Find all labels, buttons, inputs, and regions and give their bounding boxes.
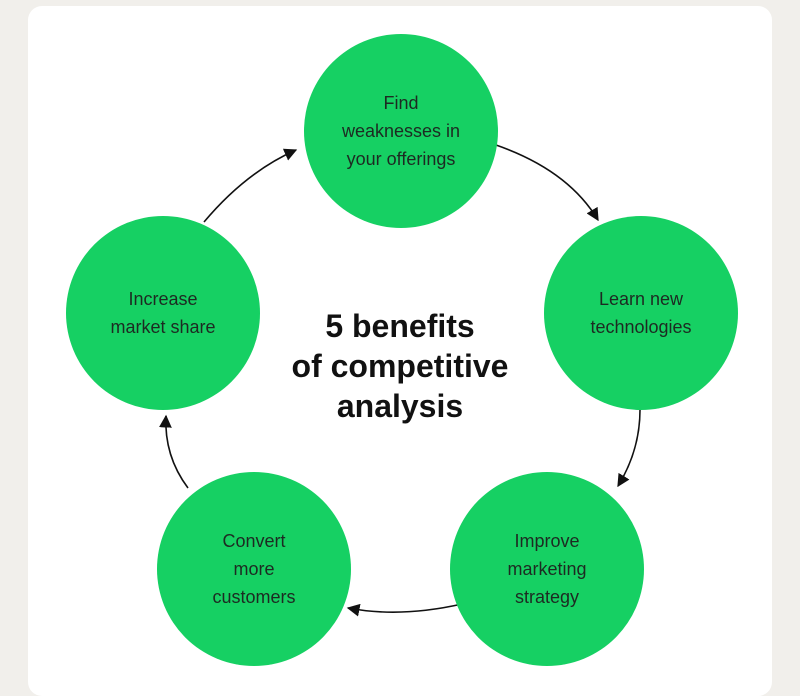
arrow-4-to-5 [159,414,189,489]
arrow-2-to-3 [617,409,641,488]
benefit-label: Improve marketing strategy [507,531,587,607]
benefit-label: Find weaknesses in your offerings [341,93,461,169]
arrow-3-to-4 [346,603,463,617]
benefit-node-improve-marketing: Improve marketing strategy [450,472,644,666]
benefit-label: Convert more customers [212,531,296,607]
benefit-node-find-weaknesses: Find weaknesses in your offerings [304,34,498,228]
benefit-node-increase-market-share: Increase market share [66,216,260,410]
benefit-node-learn-technologies: Learn new technologies [544,216,738,410]
benefit-node-convert-customers: Convert more customers [157,472,351,666]
arrow-1-to-2 [495,144,599,222]
benefit-label: Learn new technologies [590,289,692,337]
benefit-label: Increase market share [110,289,216,337]
arrow-5-to-1 [203,148,298,223]
diagram-title: 5 benefits of competitive analysis [291,308,509,424]
